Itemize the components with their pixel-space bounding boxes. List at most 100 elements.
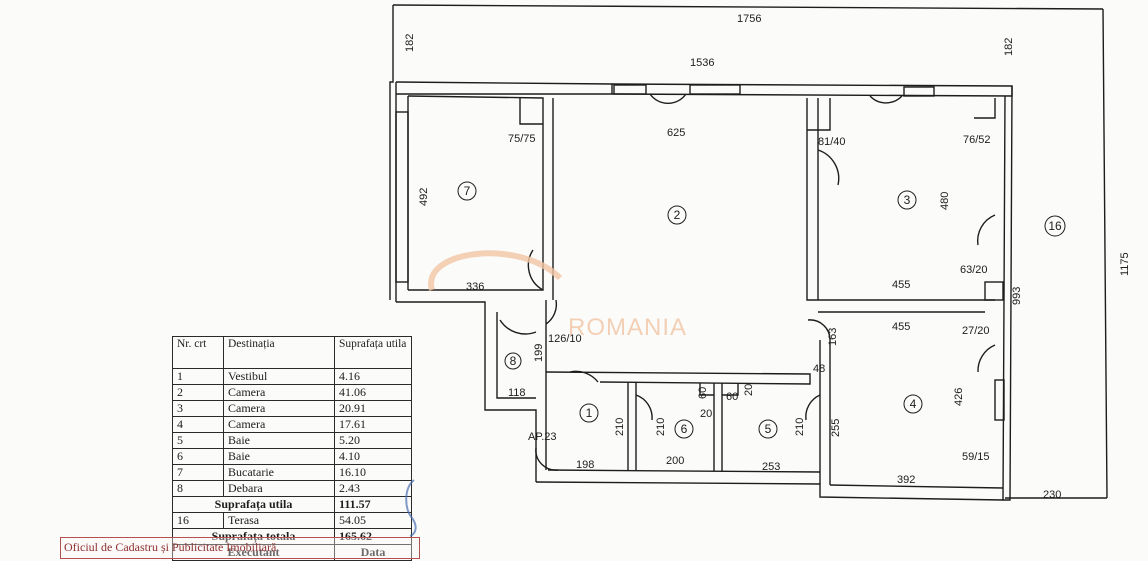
dim-right-mid-height: 993 (1011, 287, 1023, 305)
dim-room5-width: 253 (762, 461, 780, 473)
dim-room3-niche-right: 76/52 (963, 134, 991, 146)
row-nr: 2 (172, 384, 224, 401)
terrace-name: Terasa (223, 512, 335, 529)
dim-room5-height: 210 (794, 418, 806, 436)
room3-niche-left (807, 98, 831, 131)
row-name: Camera (223, 416, 335, 433)
row-name: Camera (223, 384, 335, 401)
header-suprafata: Suprafața utila (334, 336, 412, 369)
terrace-row: 16 Terasa 54.05 (172, 512, 412, 529)
table-header: Nr. crt Destinația Suprafața utila (172, 336, 412, 369)
door-swing-8 (499, 319, 537, 335)
door-swing-2-4 (807, 319, 831, 341)
door-swing-entrance (545, 299, 558, 325)
room5-circle (758, 419, 778, 439)
dim-room6-top-a: 60 (697, 387, 709, 399)
room8-walls (496, 312, 536, 399)
dim-room6-top-b: 20 (700, 408, 712, 420)
outer-wall-bottom-inner (547, 469, 821, 473)
room16-label: 16 (1048, 219, 1062, 233)
room3-circle (897, 190, 917, 210)
row-nr: 5 (172, 432, 224, 449)
dim-inner-width: 1536 (690, 57, 714, 69)
watermark-swoosh (428, 250, 563, 291)
window-left-7 (395, 111, 409, 283)
room4-circle (903, 394, 923, 414)
door-swing-3 (869, 95, 903, 104)
room7-niche (519, 98, 543, 125)
row-name: Vestibul (223, 368, 335, 385)
room6-circle (674, 419, 694, 439)
row-area: 20.91 (334, 400, 412, 417)
subtotal-label: Suprafața utila (172, 496, 335, 513)
dim-room4-niche: 59/15 (962, 451, 990, 463)
outer-wall-right (1002, 85, 1013, 501)
door-swing-2 (649, 93, 687, 104)
watermark-text: ROMANIA (568, 314, 687, 341)
terrace-right-line (1102, 8, 1108, 499)
window-top-3 (903, 86, 935, 97)
room7-circle (457, 181, 477, 201)
room16-circle (1044, 215, 1066, 237)
window-top-1 (613, 84, 647, 95)
dim-room7-height: 492 (418, 188, 430, 206)
dim-opening-126: 126/10 (548, 333, 582, 345)
room5-niche (722, 383, 739, 396)
row-area: 17.61 (334, 416, 412, 433)
dim-room5-top-b: 20 (743, 384, 755, 396)
room8-circle (504, 352, 522, 370)
row-nr: 6 (172, 448, 224, 465)
window-right-3 (984, 281, 1004, 301)
dim-room1-width: 198 (576, 459, 594, 471)
dim-corridor-48: 48 (813, 363, 825, 375)
door-swing-ap (535, 447, 559, 471)
dim-room5-top-a: 60 (726, 391, 738, 403)
dim-room4-door: 27/20 (962, 325, 990, 337)
outer-wall-bottom-right-inner (829, 484, 1004, 489)
door-swing-4-16 (977, 344, 996, 373)
dim-total-width: 1756 (737, 13, 761, 25)
room4-label: 4 (910, 397, 917, 411)
row-area: 5.20 (334, 432, 412, 449)
dim-top-right-offset: 182 (1003, 38, 1015, 56)
room7-label: 7 (464, 184, 471, 198)
dim-room3-width: 455 (892, 279, 910, 291)
room7-walls (407, 95, 544, 291)
door-swing-1 (569, 370, 599, 383)
room6-niche (699, 383, 714, 396)
dim-room4-left: 255 (830, 419, 842, 437)
stamp-mark (405, 479, 417, 537)
terrace-top-line (392, 4, 1104, 10)
room8-label: 8 (510, 354, 517, 368)
dim-room6-width: 200 (666, 455, 684, 467)
row-area: 41.06 (334, 384, 412, 401)
outer-wall-top-2 (611, 83, 1013, 97)
watermark: ROMANIA (428, 250, 687, 341)
row-area: 4.16 (334, 368, 412, 385)
room6-label: 6 (681, 422, 688, 436)
room3-label: 3 (904, 193, 911, 207)
corridor-top (545, 371, 811, 385)
room7-bottom (396, 301, 537, 482)
room2-circle (667, 205, 687, 225)
row-name: Camera (223, 400, 335, 417)
dim-room3-height: 480 (939, 192, 951, 210)
wall-2-3 (806, 98, 995, 301)
room3-niche-right (974, 98, 996, 119)
dim-room7-niche: 75/75 (508, 133, 536, 145)
row-nr: 7 (172, 464, 224, 481)
room1-label: 1 (586, 406, 593, 420)
room1-circle (579, 403, 599, 423)
outer-wall-top (395, 81, 613, 95)
door-swing-7 (527, 249, 544, 291)
dim-corridor-163: 163 (827, 328, 839, 346)
dim-room4-height: 426 (953, 388, 965, 406)
row-nr: 1 (172, 368, 224, 385)
